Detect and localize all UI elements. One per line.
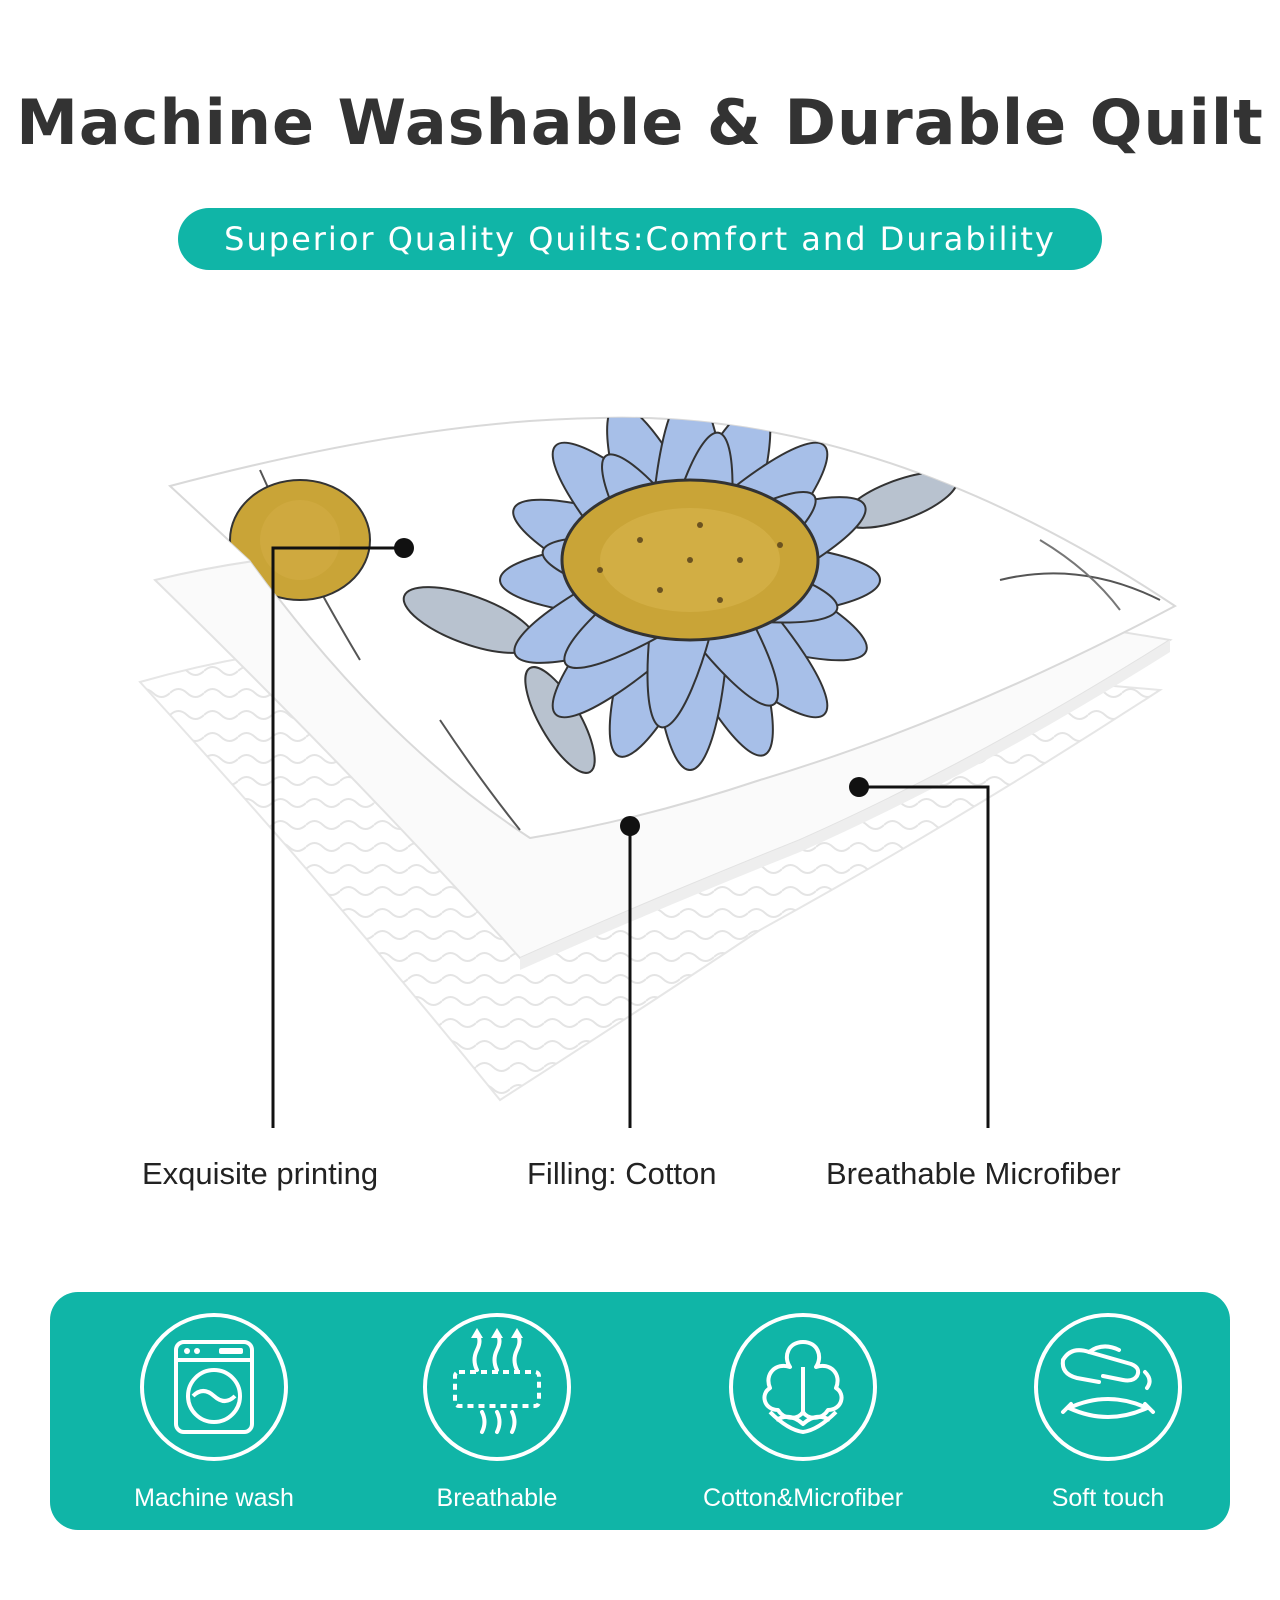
feature-bar: Machine wash Bre [50, 1292, 1230, 1530]
feature-label-cotton-microfiber: Cotton&Microfiber [702, 1484, 904, 1512]
feature-label-machine-wash: Machine wash [134, 1484, 294, 1512]
small-daisy-left [229, 479, 371, 601]
daisy-center [560, 478, 820, 642]
label-breathable-microfiber: Breathable Microfiber [826, 1156, 1121, 1191]
soft-touch-hand-icon [1034, 1313, 1182, 1461]
feature-label-soft-touch: Soft touch [1051, 1484, 1165, 1512]
feature-breathable: Breathable [367, 1312, 627, 1522]
printed-top-layer [167, 416, 1177, 840]
cotton-flower-icon [729, 1313, 877, 1461]
label-filling-cotton: Filling: Cotton [527, 1156, 717, 1191]
callout-microfiber [849, 777, 990, 1128]
feature-label-breathable: Breathable [436, 1484, 558, 1512]
feature-cotton-microfiber: Cotton&Microfiber [673, 1312, 933, 1522]
subtitle-text: Superior Quality Quilts:Comfort and Dura… [224, 220, 1056, 258]
page-title: Machine Washable & Durable Quilt [16, 86, 1264, 159]
breathable-heat-icon [423, 1313, 571, 1461]
feature-machine-wash: Machine wash [84, 1312, 344, 1522]
feature-soft-touch: Soft touch [978, 1312, 1238, 1522]
callout-printing [271, 538, 414, 1128]
subtitle-badge: Superior Quality Quilts:Comfort and Dura… [178, 208, 1102, 270]
washing-machine-icon [140, 1313, 288, 1461]
label-exquisite-printing: Exquisite printing [142, 1156, 379, 1191]
callout-filling [620, 816, 640, 1128]
